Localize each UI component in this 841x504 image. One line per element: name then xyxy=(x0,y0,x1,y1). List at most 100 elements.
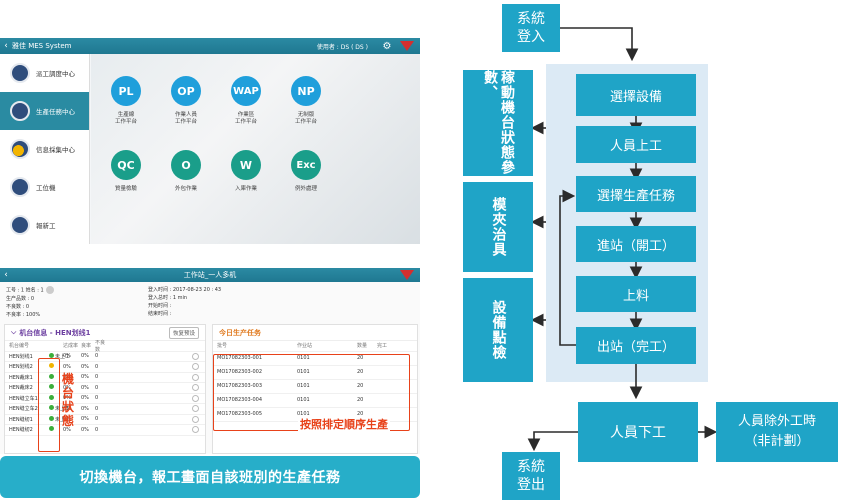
task-lot: MO17082303-001 xyxy=(217,355,263,361)
tile-pl[interactable]: PL 生產線 工作平台 xyxy=(101,76,151,126)
tile-w[interactable]: W 入庫作業 xyxy=(221,150,271,193)
defect-rate: 不良率 : 100% xyxy=(6,311,41,318)
sidebar-item-dispatch[interactable]: 派工調度中心 xyxy=(0,54,89,92)
status-dot xyxy=(47,373,63,381)
status-dot xyxy=(47,363,63,370)
task-qty: 20 xyxy=(357,383,364,389)
select-circle-icon[interactable] xyxy=(192,394,199,402)
list-icon xyxy=(10,101,30,121)
caption-banner: 切換機台，報工畫面自該班別的生產任務 xyxy=(0,456,420,498)
status-dot xyxy=(47,405,63,412)
task-lot: MO17082303-002 xyxy=(217,369,263,375)
start-time: 开始时间 : xyxy=(148,303,172,309)
machine-rate: 0% xyxy=(63,405,71,412)
task-station: 0101 xyxy=(297,369,310,375)
arrow-loop xyxy=(559,189,578,346)
task-station: 0101 xyxy=(297,397,310,403)
machine-bad: 0 xyxy=(95,374,99,381)
select-circle-icon[interactable] xyxy=(192,384,199,392)
machine-name: HEN缝纫1 xyxy=(9,416,33,423)
select-circle-icon[interactable] xyxy=(192,363,199,371)
flow-side-machine-status: 稼動機台狀態參數、 xyxy=(463,70,533,176)
status-dot-icon xyxy=(49,352,54,358)
col-done: 完工 xyxy=(377,343,388,350)
sidebar-item-label: 派工調度中心 xyxy=(36,70,75,78)
machine-bad: 0 xyxy=(95,405,99,412)
sidebar-item-collection[interactable]: 信息採集中心 xyxy=(0,130,89,168)
chevron-down-icon[interactable]: ⌵ xyxy=(11,328,17,336)
status-dot xyxy=(47,384,63,391)
sidebar-item-station[interactable]: 工位機 xyxy=(0,168,89,206)
tile-wap[interactable]: WAP 作業區 工作平台 xyxy=(221,76,271,126)
tile-grid: PL 生產線 工作平台 OP 作業人員 工作平台 WAP 作業區 工作平台 NP… xyxy=(91,54,420,244)
tile-np[interactable]: NP 无制版 工作平台 xyxy=(281,76,331,126)
status-dot xyxy=(47,415,63,423)
status-dot-icon xyxy=(49,405,54,411)
machine-yield: 0% xyxy=(81,363,89,370)
status-dot-icon xyxy=(49,363,54,369)
tile-wap-circle: WAP xyxy=(231,76,261,106)
status-dot-icon xyxy=(49,394,54,400)
select-circle-icon[interactable] xyxy=(192,373,199,381)
reset-button[interactable]: 恢复预设 xyxy=(168,326,199,339)
sidebar-item-report[interactable]: 報新工 xyxy=(0,206,89,244)
sidebar-item-production[interactable]: 生產任務中心 xyxy=(0,92,89,130)
col-qty: 数量 xyxy=(357,343,368,350)
task-qty: 20 xyxy=(357,411,364,417)
col-lot: 批号 xyxy=(217,343,228,350)
tile-qc-label: 質量檢驗 xyxy=(114,186,137,192)
tile-o[interactable]: O 外包作業 xyxy=(161,150,211,193)
machine-yield: 0% xyxy=(81,384,89,391)
mes-header: ‹ 雅佳 MES System 使用者 : DS ( DS ) ⚙ xyxy=(0,38,420,54)
select-circle-icon[interactable] xyxy=(192,415,199,423)
machine-panel: ⌵ 机台信息 - HEN划线1 恢复预设 机台编号 达成率 良率 不良数 HEN… xyxy=(4,324,206,454)
tile-qc[interactable]: QC 質量檢驗 xyxy=(101,150,151,193)
tile-np-circle: NP xyxy=(291,76,321,106)
select-circle-icon[interactable] xyxy=(192,405,199,413)
back-arrow-icon[interactable]: ‹ xyxy=(4,41,8,51)
machine-bad: 0 xyxy=(95,384,99,391)
flow-logout: 系統 登出 xyxy=(502,452,560,500)
arrow-to-logout xyxy=(527,431,578,452)
machine-rate: 0% xyxy=(63,395,71,402)
network-icon xyxy=(10,63,30,83)
status-dot xyxy=(47,394,63,402)
machine-rate: 0% xyxy=(63,416,71,423)
select-circle-icon[interactable] xyxy=(192,426,199,434)
select-circle-icon[interactable] xyxy=(192,352,199,360)
task-panel-title: 今日生产任务 xyxy=(213,325,417,341)
tile-w-label: 入庫作業 xyxy=(234,186,257,192)
tile-op[interactable]: OP 作業人員 工作平台 xyxy=(161,76,211,126)
machine-rate: 0% xyxy=(63,374,71,381)
login-info: 登入时间 : 2017-08-23 20 : 43 登入总时 : 1 min 开… xyxy=(148,286,221,318)
flow-step-check-in: 進站（開工） xyxy=(576,226,696,262)
gear-icon[interactable]: ⚙ xyxy=(382,40,392,52)
machine-bad: 0 xyxy=(95,416,99,423)
flow-staff-off: 人員下工 xyxy=(578,402,698,462)
flow-step-select-task: 選擇生產任務 xyxy=(576,176,696,212)
tile-exc[interactable]: Exc 例外處理 xyxy=(281,150,331,193)
machine-bad: 0 xyxy=(95,426,99,433)
back-arrow-icon[interactable]: ‹ xyxy=(4,270,8,280)
tile-np-label: 无制版 工作平台 xyxy=(294,112,317,125)
defect-count: 不良数 : 0 xyxy=(6,303,30,310)
machine-rate: 0% xyxy=(63,363,71,370)
machine-yield: 0% xyxy=(81,416,89,423)
status-dot-icon xyxy=(49,384,54,390)
sidebar-item-label: 信息採集中心 xyxy=(36,146,75,154)
